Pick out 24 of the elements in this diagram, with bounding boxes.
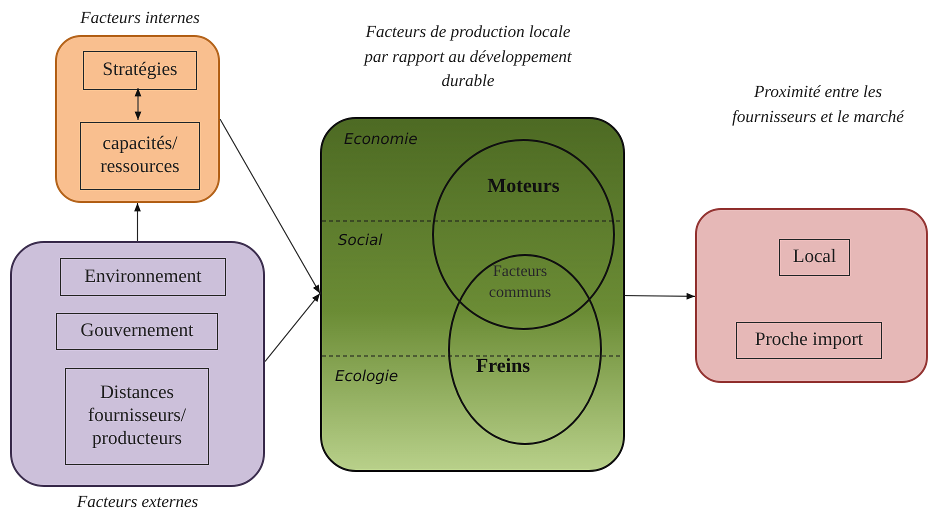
arrow [134,88,142,120]
text-box: Gouvernement [56,313,218,350]
text-box: Local [779,239,850,276]
text-box: Environnement [60,258,226,296]
circle-label: Moteurs [486,175,561,198]
text-box: Proche import [736,322,882,359]
text-box: capacités/ ressources [80,122,200,190]
arrow [219,118,321,294]
overlap-label: Facteurs communs [488,262,552,303]
venn-circle [448,254,602,445]
band-label: Social [338,231,382,249]
section-heading: Proximité entre les fournisseurs et le marché [731,81,906,128]
band-label: Ecologie [335,367,398,385]
circle-label: Freins [476,355,530,378]
panel-heading: Facteurs de production locale par rapport au développement durable [362,21,573,92]
band-label: Economie [344,130,418,148]
venn-circle [432,139,615,330]
panel-heading: Facteurs internes [79,7,201,29]
arrow [134,203,141,241]
text-box: Stratégies [83,51,197,90]
arrow [625,292,695,300]
text-box: Distances fournisseurs/ producteurs [65,368,209,465]
arrow [264,293,320,362]
panel-heading: Facteurs externes [76,491,200,512]
